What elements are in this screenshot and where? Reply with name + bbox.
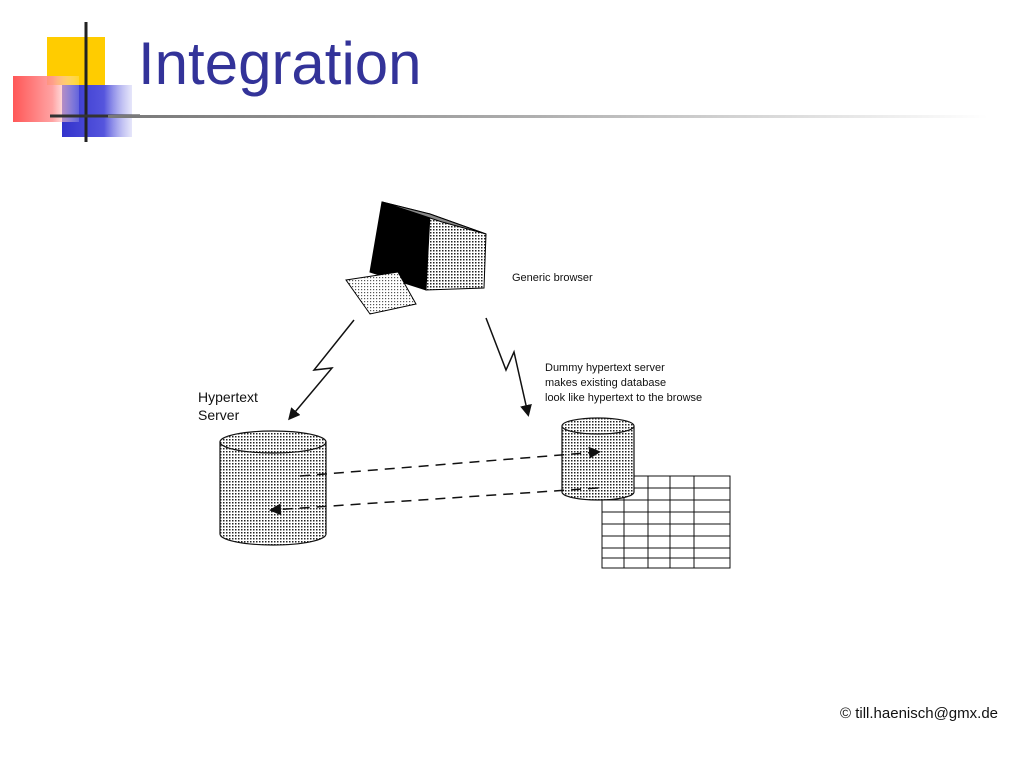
computer-icon xyxy=(345,201,487,315)
dummy-server-label-line3: look like hypertext to the browse xyxy=(545,392,702,404)
title-underline xyxy=(108,115,988,118)
dashed-response-line xyxy=(269,487,599,516)
deco-red-square xyxy=(13,76,79,122)
hypertext-server-cylinder xyxy=(219,430,327,546)
lightning-arrow-right xyxy=(485,317,532,417)
dummy-server-cylinder xyxy=(561,417,635,501)
lightning-arrow-left xyxy=(288,319,355,421)
hypertext-server-label-line1: Hypertext xyxy=(198,389,258,405)
hypertext-server-label-line2: Server xyxy=(198,407,240,423)
browser-label: Generic browser xyxy=(512,272,593,284)
copyright-footer: © till.haenisch@gmx.de xyxy=(839,705,998,722)
dummy-server-label-line1: Dummy hypertext server xyxy=(545,362,665,374)
slide-title: Integration xyxy=(138,30,422,97)
dummy-server-label-line2: makes existing database xyxy=(545,377,666,389)
integration-diagram: Generic browser Hypertext Server Dummy h… xyxy=(198,201,731,569)
keyboard xyxy=(345,271,417,315)
corner-decoration xyxy=(13,22,140,142)
dashed-request-line xyxy=(299,446,601,477)
monitor-top xyxy=(381,201,487,235)
